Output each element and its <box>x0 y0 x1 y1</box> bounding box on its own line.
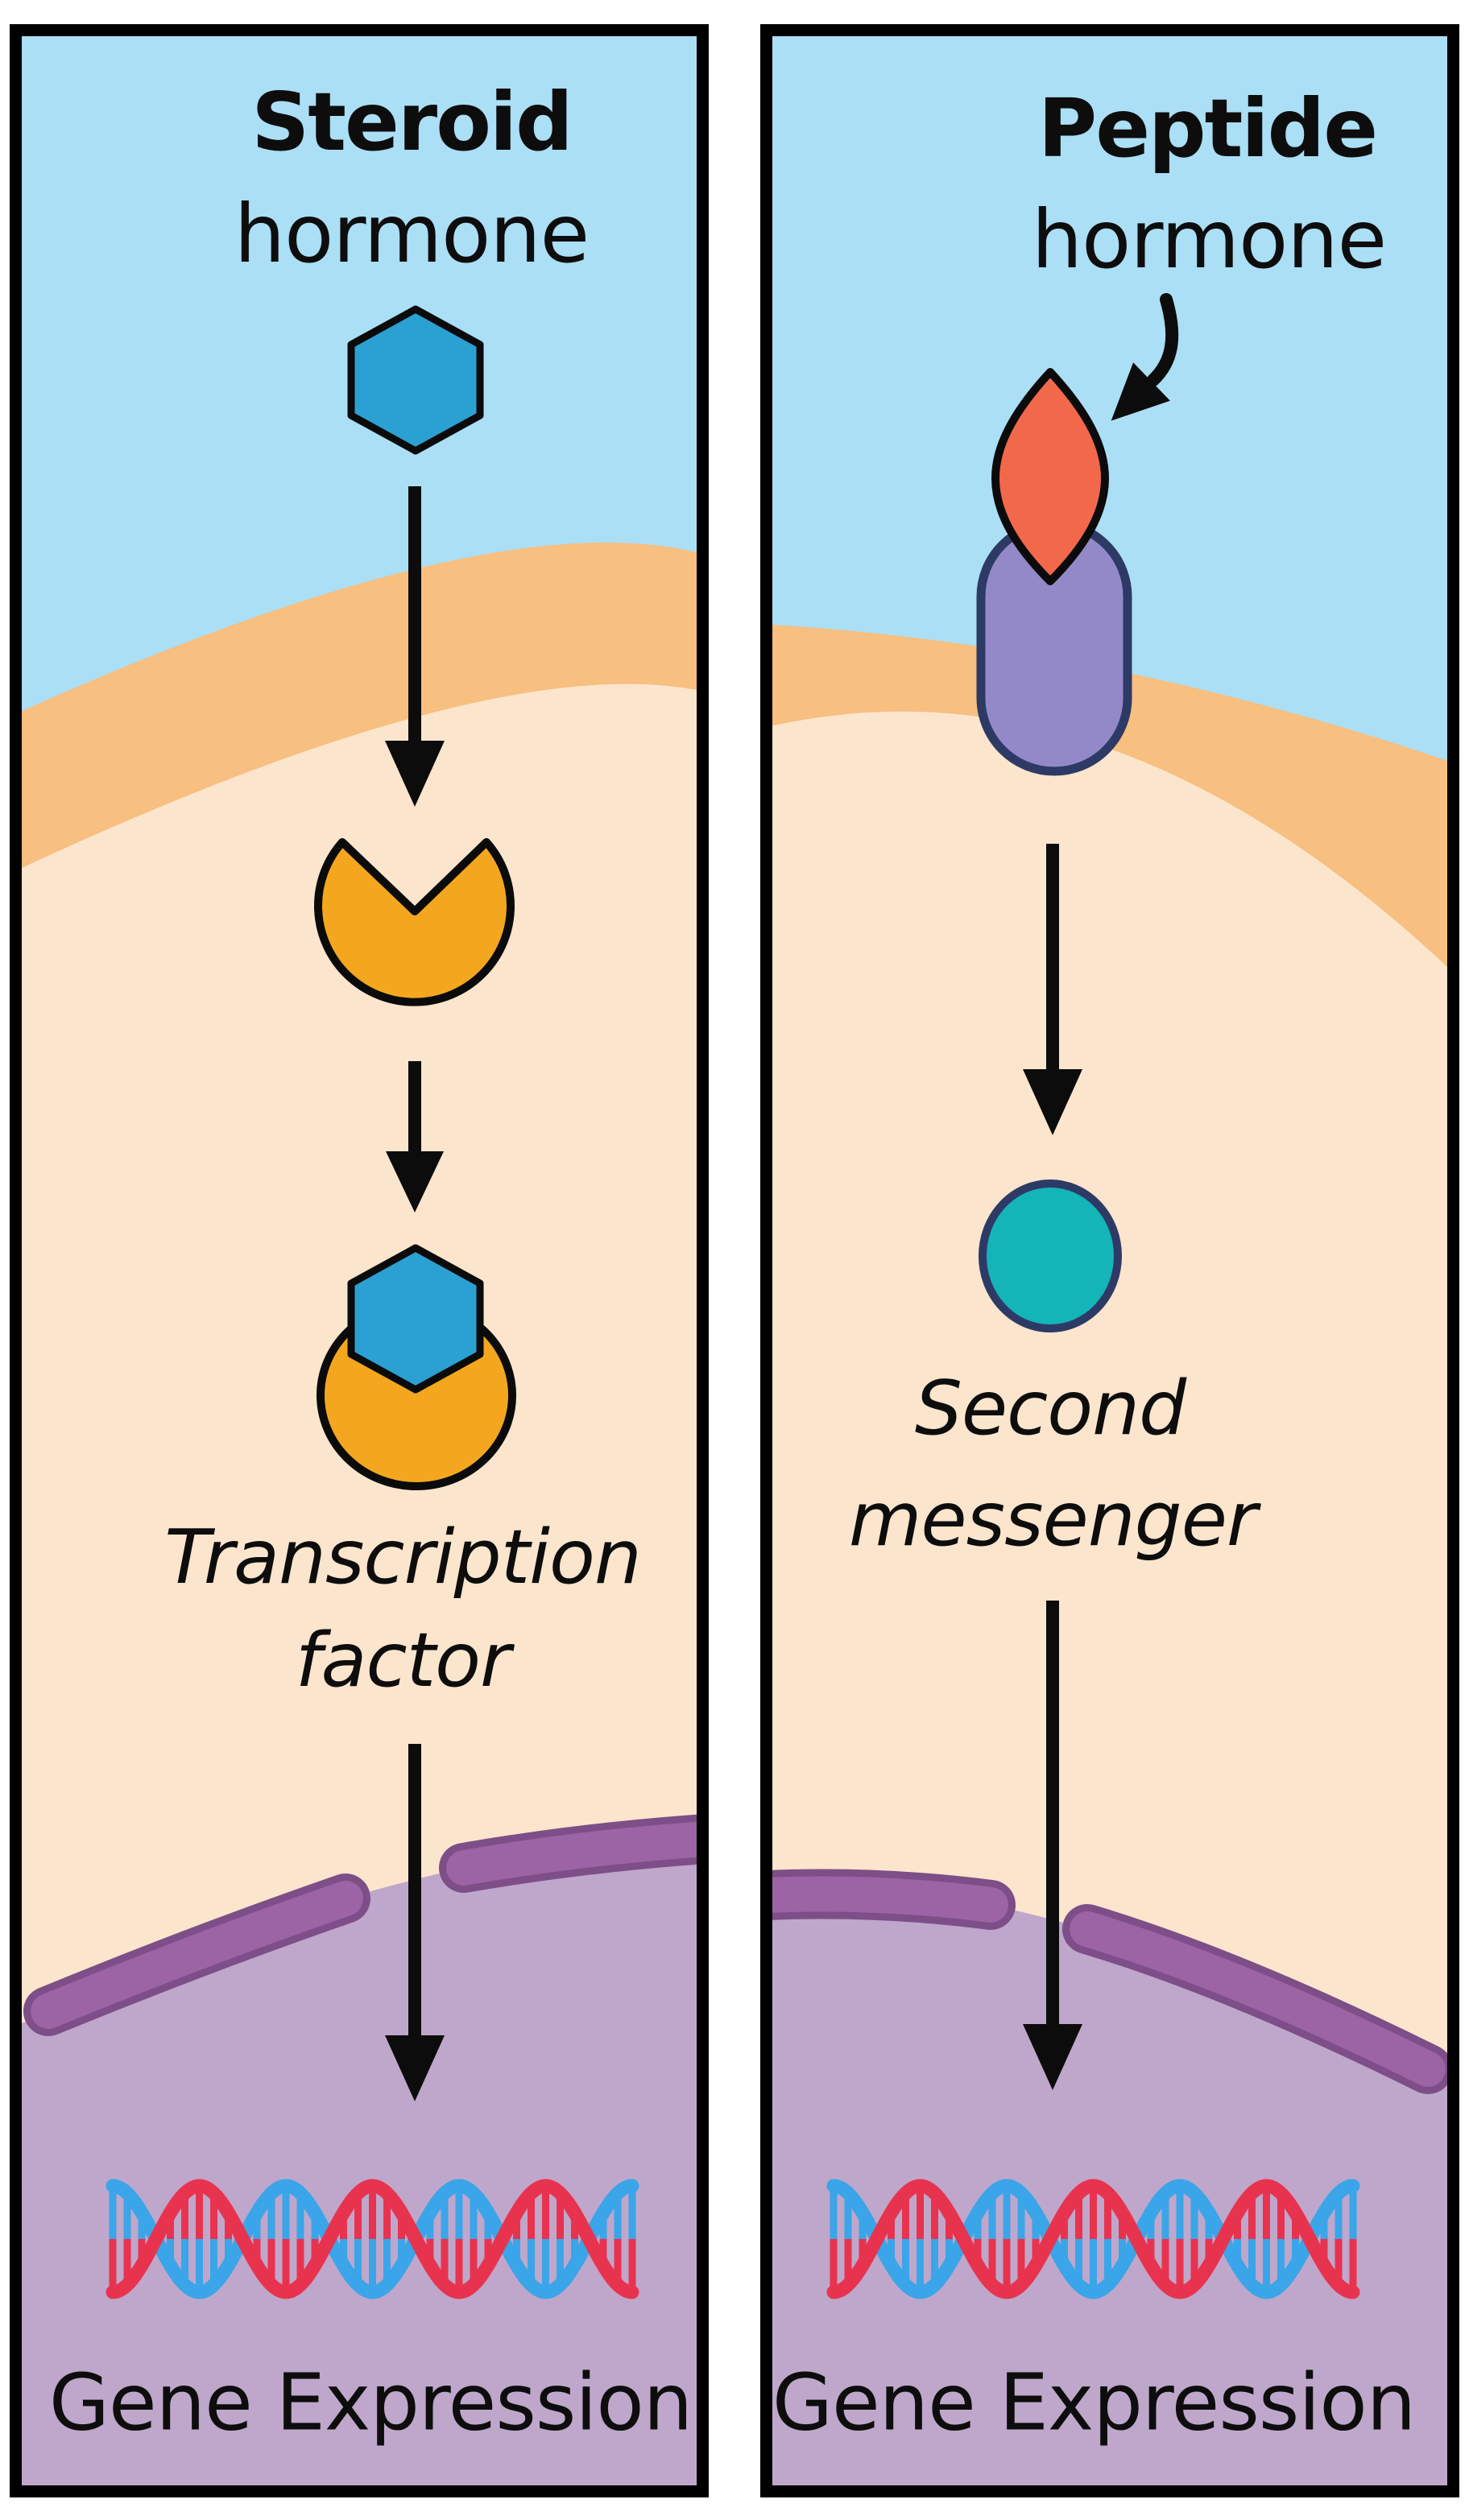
intracellular-receptor-icon <box>314 838 515 1006</box>
dna-helix-icon <box>826 2179 1360 2299</box>
peptide-subtitle: hormone <box>1031 192 1387 287</box>
steroid-hormone-hexagon-icon <box>347 305 484 455</box>
peptide-title: Peptide <box>1037 81 1378 176</box>
second-messenger-label-line2: messenger <box>848 1475 1257 1563</box>
curved-arrow-icon <box>1111 293 1179 421</box>
peptide-panel <box>766 30 1454 2492</box>
steroid-panel <box>15 30 703 2492</box>
nucleus-left <box>15 1837 703 2492</box>
gene-expression-label-left: Gene Expression <box>48 2357 693 2448</box>
steroid-title: Steroid <box>251 75 573 169</box>
hormone-receptor-complex-icon <box>317 1244 516 1490</box>
peptide-hormone-icon <box>991 368 1109 585</box>
steroid-subtitle: hormone <box>234 187 590 281</box>
arrow-down-icon <box>1023 1601 1082 2090</box>
nuclear-envelope-segment <box>446 1821 703 1886</box>
nuclear-envelope-segment <box>31 1881 363 2029</box>
dna-helix-icon <box>106 2179 639 2299</box>
arrow-down-icon <box>385 486 445 807</box>
gene-expression-label-right: Gene Expression <box>772 2357 1416 2448</box>
second-messenger-icon <box>979 1179 1122 1332</box>
arrow-down-icon <box>1023 844 1082 1135</box>
nuclear-envelope-segment <box>766 1876 1008 1923</box>
transcription-factor-label-line1: Transcription <box>164 1513 642 1601</box>
peptide-panel-border <box>760 24 1459 2497</box>
steroid-panel-border <box>10 24 709 2497</box>
second-messenger-label-line1: Second <box>914 1364 1186 1452</box>
nuclear-envelope-segment <box>1070 1911 1446 2087</box>
arrow-down-icon <box>385 1744 445 2101</box>
arrow-down-icon <box>386 1061 444 1212</box>
transcription-factor-label-line2: factor <box>295 1616 511 1704</box>
